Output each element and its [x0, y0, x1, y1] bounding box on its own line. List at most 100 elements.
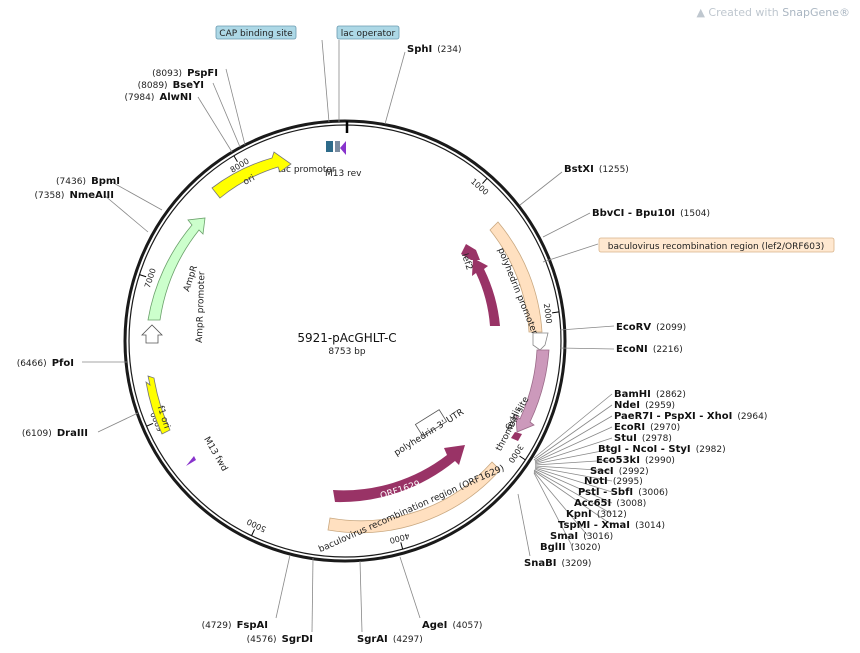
site-name: AgeI: [422, 620, 447, 631]
site-position: (2992): [619, 467, 649, 477]
lac-operator-feature: [335, 141, 340, 152]
snapgene-watermark: ▲ Created with SnapGene®: [696, 6, 850, 19]
site-name: NmeAIII: [70, 190, 114, 201]
site-position: (2995): [613, 477, 643, 487]
site-name: BstXI: [564, 164, 594, 175]
orf603-arrow: [472, 258, 500, 326]
site-position: (234): [437, 45, 461, 55]
site-label: (4729) FspAI: [202, 613, 268, 632]
site-position: (4729): [202, 621, 232, 631]
site-position: (3008): [616, 499, 646, 509]
tick-mark: [400, 542, 404, 550]
m13-rev-label: M13 rev: [325, 169, 362, 179]
site-label: (6109) DraIII: [22, 421, 88, 440]
restriction-site-labels: SphI (234) BstXI (1255) BbvCI - Bpu10I (15…: [17, 37, 768, 646]
site-label: SacI (2992): [590, 459, 649, 478]
site-label: SphI (234): [407, 37, 462, 56]
lef2-label: lef2: [459, 252, 474, 271]
site-position: (7984): [124, 93, 154, 103]
tick-mark: [482, 177, 488, 184]
site-name: Acc65I: [574, 498, 611, 509]
site-label: (7984) AlwNI: [124, 85, 192, 104]
site-name: SmaI: [550, 531, 578, 542]
site-label: (7436) BpmI: [56, 169, 120, 188]
baculovirus-top-label: baculovirus recombination region (lef2/O…: [608, 242, 824, 252]
polyhedrin-promoter-arrow: [489, 221, 543, 333]
site-position: (2990): [645, 456, 675, 466]
site-label: SmaI (3016): [550, 524, 613, 543]
cap-binding-site-box: CAP binding site: [215, 25, 297, 40]
site-name: AlwNI: [160, 92, 193, 103]
site-position: (3020): [571, 543, 601, 553]
site-position: (1504): [680, 209, 710, 219]
tick-label: 2000: [542, 303, 554, 324]
lef2-arrow: [461, 244, 480, 260]
site-label: NdeI (2959): [614, 393, 675, 412]
site-position: (2862): [656, 390, 686, 400]
tick-label: 1000: [469, 177, 490, 197]
site-name: Eco53kI: [596, 455, 640, 466]
site-name: StuI: [614, 433, 637, 444]
tick-mark: [233, 155, 238, 163]
watermark-prefix: Created with: [708, 6, 783, 19]
site-label: (6466) PfoI: [17, 351, 74, 370]
watermark-brand: SnapGene®: [782, 6, 850, 19]
orf1629-arrow: [333, 445, 465, 503]
site-label: StuI (2978): [614, 426, 672, 445]
site-name: FspAI: [237, 620, 268, 631]
tick-mark: [146, 422, 154, 427]
site-name: SacI: [590, 466, 614, 477]
site-label: (8093) PspFI: [152, 61, 218, 80]
site-position: (4297): [393, 635, 423, 645]
site-name: BamHI: [614, 389, 651, 400]
site-label: (8089) BseYI: [138, 73, 204, 92]
site-name: BseYI: [173, 80, 204, 91]
site-position: (2964): [737, 412, 767, 422]
site-label: (4576) SgrDI: [247, 627, 313, 646]
site-position: (6466): [17, 359, 47, 369]
site-name: NotI: [584, 476, 608, 487]
tick-label: 7000: [143, 267, 158, 289]
site-label: TspMI - XmaI (3014): [558, 513, 665, 532]
site-name: PfoI: [52, 358, 74, 369]
f1-ori-arrow: [145, 375, 171, 435]
site-name: EcoNI: [616, 344, 648, 355]
site-position: (3006): [638, 488, 668, 498]
m13-fwd-feature: [186, 456, 196, 466]
lac-promoter-label: lac promoter: [278, 165, 336, 175]
site-label: SnaBI (3209): [524, 551, 591, 570]
polyhedrin-utr-box: [414, 409, 448, 437]
site-label: EcoNI (2216): [616, 337, 683, 356]
site-position: (4057): [453, 621, 483, 631]
site-name: BpmI: [91, 176, 120, 187]
site-position: (2970): [650, 423, 680, 433]
site-position: (4576): [247, 635, 277, 645]
site-name: PstI - SbfI: [578, 487, 633, 498]
site-position: (2978): [642, 434, 672, 444]
site-name: SphI: [407, 44, 432, 55]
site-label: BbvCI - Bpu10I (1504): [592, 201, 710, 220]
site-position: (2982): [696, 445, 726, 455]
ampr-arrow: [147, 217, 206, 321]
site-position: (2216): [653, 345, 683, 355]
site-position: (2959): [645, 401, 675, 411]
site-position: (3016): [583, 532, 613, 542]
site-name: DraIII: [57, 428, 88, 439]
site-label: EcoRI (2970): [614, 415, 680, 434]
site-position: (8089): [138, 81, 168, 91]
m13-fwd-label: M13 fwd: [201, 435, 229, 473]
site-name: SnaBI: [524, 558, 556, 569]
site-label: KpnI (3012): [566, 502, 627, 521]
ampr-promoter-label: AmpR promoter: [195, 271, 208, 343]
site-position: (1255): [599, 165, 629, 175]
site-label: BglII (3020): [540, 535, 601, 554]
gst-arrow: [515, 349, 550, 433]
site-name: BglII: [540, 542, 566, 553]
site-position: (2099): [656, 323, 686, 333]
site-name: BtgI - NcoI - StyI: [598, 444, 691, 455]
site-label: PstI - SbfI (3006): [578, 480, 668, 499]
site-position: (3014): [635, 521, 665, 531]
site-label: BtgI - NcoI - StyI (2982): [598, 437, 726, 456]
tick-mark: [251, 529, 256, 536]
site-name: KpnI: [566, 509, 592, 520]
